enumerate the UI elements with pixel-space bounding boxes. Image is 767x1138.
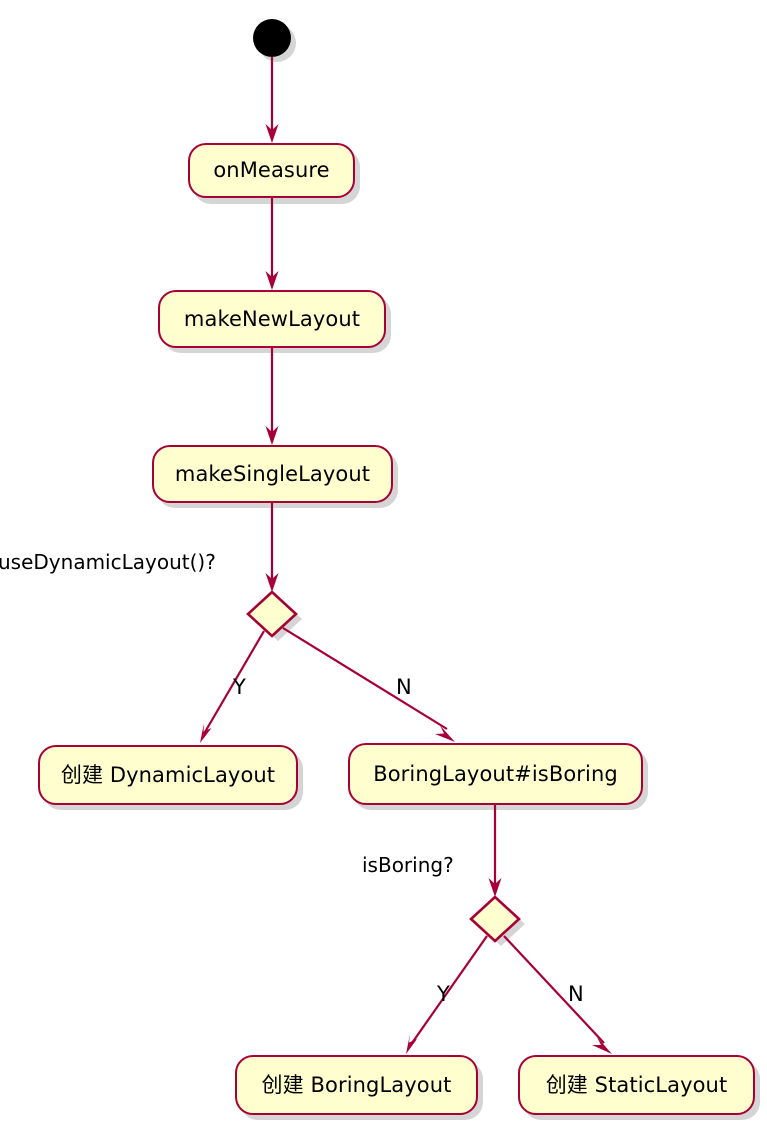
edge-decision1-yes: [200, 630, 265, 743]
edge-label-branch1-yes: Y: [233, 675, 246, 699]
activity-node-makenewlayout[interactable]: makeNewLayout: [158, 290, 386, 348]
edge-makesinglelayout-to-decision1: [265, 503, 279, 592]
activity-node-label: 创建 DynamicLayout: [60, 762, 276, 787]
edge-boringlayout-to-decision2: [488, 805, 502, 897]
activity-node-label: makeNewLayout: [183, 306, 361, 331]
activity-node-create-boringlayout[interactable]: 创建 BoringLayout: [235, 1055, 478, 1115]
edge-label-branch2-yes: Y: [437, 982, 450, 1006]
activity-node-create-staticlayout[interactable]: 创建 StaticLayout: [518, 1055, 755, 1115]
activity-node-create-dynamiclayout[interactable]: 创建 DynamicLayout: [38, 745, 298, 805]
decision-diamond-use-dynamic-layout: [246, 590, 298, 638]
activity-node-label: onMeasure: [213, 158, 330, 182]
edge-decision2-no: [503, 935, 612, 1054]
edge-decision1-no: [282, 627, 455, 742]
edge-label-branch1-no: N: [396, 675, 412, 699]
decision-diamond-is-boring: [469, 895, 521, 943]
edge-decision2-yes: [406, 935, 488, 1054]
activity-node-onmeasure[interactable]: onMeasure: [188, 143, 355, 198]
start-node: [253, 19, 291, 57]
node-shadows: [43, 149, 760, 1120]
activity-node-makesinglelayout[interactable]: makeSingleLayout: [152, 445, 393, 503]
edge-start-to-onmeasure: [265, 57, 279, 143]
activity-node-label: BoringLayout#isBoring: [373, 761, 618, 786]
edge-label-branch2-no: N: [568, 982, 584, 1006]
activity-node-label: makeSingleLayout: [174, 461, 371, 486]
edge-onmeasure-to-makenewlayout: [265, 198, 279, 290]
edge-makenewlayout-to-makesinglelayout: [265, 348, 279, 445]
edge-label-use-dynamic-layout: useDynamicLayout()?: [0, 550, 216, 574]
activity-node-label: 创建 StaticLayout: [545, 1072, 728, 1097]
activity-node-boringlayout-isboring[interactable]: BoringLayout#isBoring: [348, 743, 643, 805]
edge-label-is-boring: isBoring?: [362, 853, 454, 877]
activity-node-label: 创建 BoringLayout: [261, 1072, 452, 1097]
